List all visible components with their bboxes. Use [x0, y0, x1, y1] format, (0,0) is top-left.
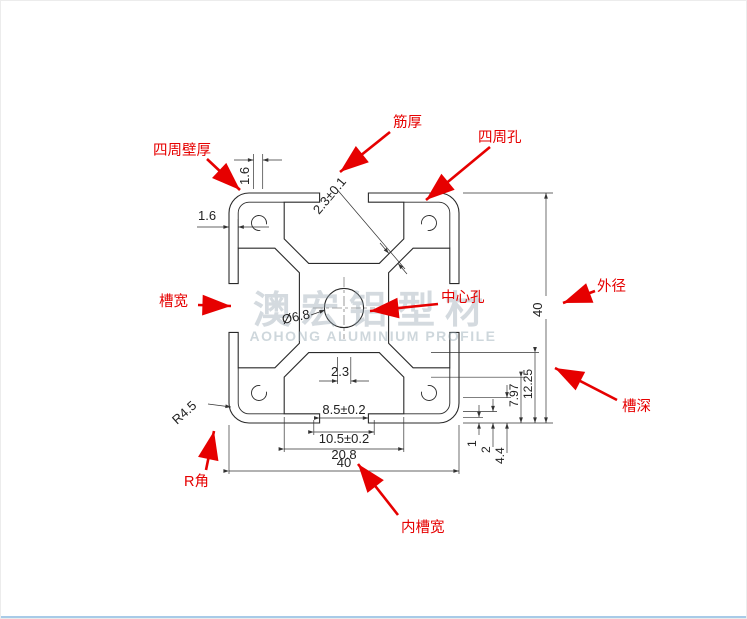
profile-geometry — [228, 192, 460, 424]
dim-text-height-40: 40 — [530, 303, 545, 317]
arrow-outer-diameter — [562, 283, 596, 305]
screw-channel-bottom-left — [251, 385, 267, 401]
corner-inner-walls — [237, 201, 451, 415]
dimension-wall-16-left: 1.6 — [197, 208, 269, 248]
red-annotations: 四周壁厚 筋厚 四周孔 槽宽 中心孔 外径 槽深 R角 内槽宽 — [153, 114, 651, 536]
dim-text-hole-dia: Ø6.8 — [281, 306, 312, 327]
annotation-outer-diameter: 外径 — [597, 278, 626, 295]
screw-channel-bottom-right — [421, 385, 437, 401]
dimension-under-lip-105: 10.5±0.2 — [308, 420, 375, 446]
center-hole-circle — [323, 287, 365, 329]
dimension-corner-radius: R4.5 — [169, 398, 232, 428]
dimension-lip-16-top: 1.6 — [234, 154, 282, 189]
dimension-right-stack: 1 2 4.4 7.97 12.25 — [431, 347, 539, 464]
dimension-inner-slot-208: 20.8 — [278, 417, 405, 462]
watermark-en: AOHONG ALUMINIUM PROFILE — [249, 328, 496, 344]
arrow-inner-slot-width — [356, 463, 400, 516]
arrow-rib-thickness — [339, 130, 391, 174]
dim-text-under-105: 10.5±0.2 — [319, 431, 370, 446]
arrow-center-hole — [369, 297, 439, 319]
dim-text-s4: 7.97 — [507, 383, 521, 407]
dim-text-inner-208: 20.8 — [331, 447, 356, 462]
dimension-rib-23: 2.3±0.1 — [310, 174, 408, 275]
annotation-perimeter-holes: 四周孔 — [478, 129, 522, 146]
dim-text-web-23: 2.3 — [331, 364, 349, 379]
arrow-wall-thickness — [206, 158, 241, 191]
dimension-slot-opening-85: 8.5±0.2 — [314, 402, 369, 420]
dim-text-open-85: 8.5±0.2 — [322, 402, 365, 417]
dimension-center-hole: Ø6.8 — [281, 306, 326, 327]
bottom-border-line — [1, 616, 746, 618]
watermark: 澳宏铝型材 AOHONG ALUMINIUM PROFILE — [249, 290, 496, 344]
watermark-cn: 澳宏铝型材 — [253, 290, 493, 332]
arrow-perimeter-holes — [425, 145, 491, 202]
arrow-slot-depth — [554, 366, 618, 402]
annotation-slot-depth: 槽深 — [622, 398, 651, 415]
dimension-width-40: 40 — [223, 425, 460, 474]
arrow-slot-width — [197, 294, 232, 316]
corner-screw-channels — [251, 215, 437, 401]
annotation-r-corner: R角 — [184, 473, 209, 490]
annotation-center-hole: 中心孔 — [441, 289, 485, 306]
dim-text-wall-16: 1.6 — [198, 208, 216, 223]
dimension-web-23: 2.3 — [319, 357, 369, 384]
dimension-height-40: 40 — [463, 192, 553, 424]
dim-text-s3: 4.4 — [493, 447, 507, 464]
annotation-slot-width: 槽宽 — [159, 293, 188, 310]
dim-text-r45: R4.5 — [169, 398, 199, 428]
dim-text-s2: 2 — [479, 446, 493, 453]
annotation-wall-thickness: 四周壁厚 — [153, 142, 211, 159]
screw-channel-top-right — [421, 215, 437, 231]
annotation-inner-slot-width: 内槽宽 — [401, 519, 445, 536]
dim-text-s5: 12.25 — [521, 369, 535, 399]
dim-text-width-40: 40 — [337, 455, 351, 470]
dim-text-s1: 1 — [465, 440, 479, 447]
dim-text-rib-23: 2.3±0.1 — [310, 174, 349, 217]
arrow-r-corner — [198, 430, 219, 471]
screw-channel-top-left — [251, 215, 267, 231]
dim-text-lip-16: 1.6 — [237, 167, 252, 185]
annotation-rib-thickness: 筋厚 — [393, 114, 422, 131]
